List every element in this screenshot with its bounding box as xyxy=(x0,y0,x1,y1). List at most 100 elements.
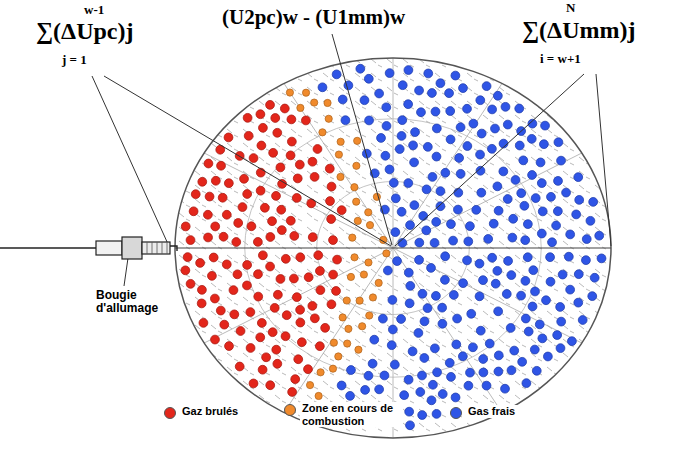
gas-particle xyxy=(404,268,413,277)
gas-particle xyxy=(588,292,597,301)
gas-particle xyxy=(271,114,280,123)
gas-particle xyxy=(319,129,326,136)
gas-particle xyxy=(234,219,243,228)
gas-particle xyxy=(566,285,575,294)
gas-particle xyxy=(222,260,231,269)
gas-particle xyxy=(488,144,497,153)
gas-particle xyxy=(222,210,231,219)
gas-particle xyxy=(296,253,305,262)
gas-particle xyxy=(422,226,431,235)
gas-particle xyxy=(453,314,462,323)
gas-particle xyxy=(537,229,546,238)
gas-particle xyxy=(479,355,488,364)
gas-particle xyxy=(302,89,309,96)
gas-particle xyxy=(243,190,252,199)
gas-particle xyxy=(523,253,532,262)
gas-particle xyxy=(431,107,440,116)
gas-particle xyxy=(337,381,346,390)
gas-particle xyxy=(558,270,567,279)
gas-particle xyxy=(517,291,526,300)
gas-particle xyxy=(346,391,355,400)
gas-particle xyxy=(365,116,374,125)
gas-particle xyxy=(273,290,282,299)
gas-particle xyxy=(198,285,207,294)
legend-text: Gaz brulés xyxy=(180,405,240,418)
gas-particle xyxy=(494,206,503,215)
gas-particle xyxy=(546,277,555,286)
gas-particle xyxy=(186,279,195,288)
gas-particle xyxy=(397,207,406,216)
gas-particle xyxy=(366,222,373,229)
gas-particle xyxy=(266,262,275,271)
gas-particle xyxy=(564,252,573,261)
leader-line xyxy=(124,258,128,286)
gas-particle xyxy=(452,340,461,349)
gas-particle xyxy=(586,216,595,225)
gas-particle xyxy=(318,83,327,92)
gas-particle xyxy=(466,368,475,377)
gas-particle xyxy=(269,148,278,157)
gas-particle xyxy=(315,392,322,399)
gas-particle xyxy=(308,301,317,310)
gas-particle xyxy=(354,217,361,224)
gas-particle xyxy=(541,121,550,130)
gas-particle xyxy=(411,128,420,137)
gas-particle xyxy=(218,193,227,202)
gas-particle xyxy=(295,160,304,169)
gas-particle xyxy=(524,327,533,336)
gas-particle xyxy=(494,367,503,376)
gas-particle xyxy=(341,116,350,125)
legend-text: Gas frais xyxy=(466,405,517,418)
gas-particle xyxy=(521,276,530,285)
gas-particle xyxy=(281,254,290,263)
gas-particle xyxy=(427,263,436,272)
gas-particle xyxy=(383,250,390,257)
gas-particle xyxy=(447,220,456,229)
mesh-spoke xyxy=(393,144,601,249)
gas-particle xyxy=(256,186,265,195)
gas-particle xyxy=(253,237,262,246)
gas-particle xyxy=(224,133,233,142)
gas-particle xyxy=(390,360,399,369)
gas-particle xyxy=(353,162,360,169)
gas-particle xyxy=(433,368,442,377)
gas-particle xyxy=(459,279,468,288)
gas-particle xyxy=(210,294,219,303)
gas-particle xyxy=(511,176,520,185)
gas-particle xyxy=(418,411,427,420)
gas-particle xyxy=(436,202,445,211)
gas-particle xyxy=(337,138,344,145)
gas-particle xyxy=(219,232,228,241)
gas-particle xyxy=(475,259,484,268)
gas-particle xyxy=(556,303,565,312)
gas-particle xyxy=(465,222,474,231)
gas-particle xyxy=(432,152,441,161)
gas-particle xyxy=(476,326,485,335)
gas-particle xyxy=(504,257,513,266)
gas-particle xyxy=(494,307,503,316)
gas-particle xyxy=(566,230,575,239)
gas-particle xyxy=(327,300,336,309)
gas-particle xyxy=(557,156,566,165)
gas-particle xyxy=(337,173,344,180)
gas-particle xyxy=(491,279,500,288)
gas-particle xyxy=(538,334,547,343)
gas-particle xyxy=(345,325,352,332)
mesh-spoke xyxy=(393,67,513,248)
gas-particle xyxy=(325,115,332,122)
gas-particle xyxy=(332,287,341,296)
gas-particle xyxy=(196,259,205,268)
gas-particle xyxy=(491,124,500,133)
legend-item: Zone en cours de combustion xyxy=(284,402,402,427)
gas-particle xyxy=(475,292,484,301)
gas-particle xyxy=(211,222,220,231)
gas-particle xyxy=(339,314,346,321)
gas-particle xyxy=(503,120,512,129)
gas-particle xyxy=(458,352,467,361)
gas-particle xyxy=(313,145,322,154)
gas-particle xyxy=(268,217,277,226)
gas-particle xyxy=(281,332,290,341)
gas-particle xyxy=(351,184,358,191)
gas-particle xyxy=(266,381,275,390)
